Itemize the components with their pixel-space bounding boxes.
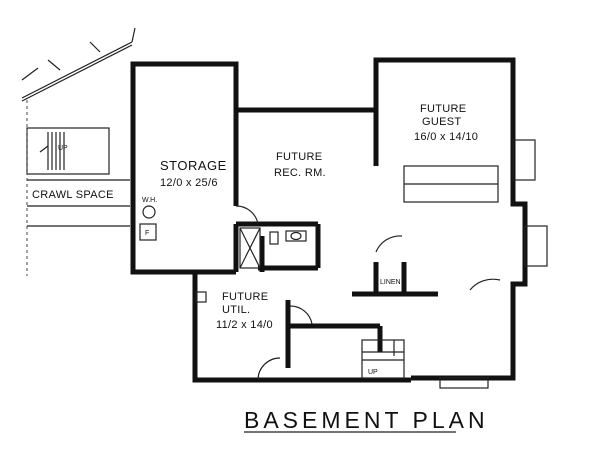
storage-name: STORAGE xyxy=(160,158,227,173)
openings xyxy=(235,139,548,389)
toilet-icon xyxy=(269,231,279,245)
sink-icon xyxy=(290,231,302,241)
storage-size: 12/0 x 25/6 xyxy=(160,177,218,189)
water-heater-label: W.H. xyxy=(142,197,157,204)
guest-size: 16/0 x 14/10 xyxy=(414,131,478,143)
furnace-icon xyxy=(139,223,157,241)
right-stair-up-label: UP xyxy=(368,369,378,376)
rec-room-line2: REC. RM. xyxy=(274,167,326,179)
water-heater-icon xyxy=(142,205,156,219)
mechanical: W.H. F xyxy=(139,197,207,303)
util-line1: FUTURE xyxy=(222,291,268,303)
right-stair: UP xyxy=(361,339,405,379)
util-line2: UTIL. xyxy=(222,304,250,316)
plan-title: BASEMENT PLAN xyxy=(244,407,489,433)
util-size: 11/2 x 14/0 xyxy=(216,319,273,331)
linen-label: LINEN xyxy=(380,279,401,286)
exterior-walls xyxy=(130,57,528,383)
rec-room-line1: FUTURE xyxy=(276,151,322,163)
interior-walls xyxy=(196,110,438,368)
guest-line1: FUTURE xyxy=(420,103,466,115)
crawl-space: CRAWL SPACE xyxy=(26,100,130,276)
left-stair-up-label: UP xyxy=(58,145,68,152)
guest-line2: GUEST xyxy=(422,116,461,128)
exterior-slope-lines xyxy=(21,27,136,102)
furnace-label: F xyxy=(145,230,149,237)
left-stair: UP xyxy=(26,127,110,175)
bathroom xyxy=(239,227,307,269)
crawl-space-label: CRAWL SPACE xyxy=(32,189,114,201)
